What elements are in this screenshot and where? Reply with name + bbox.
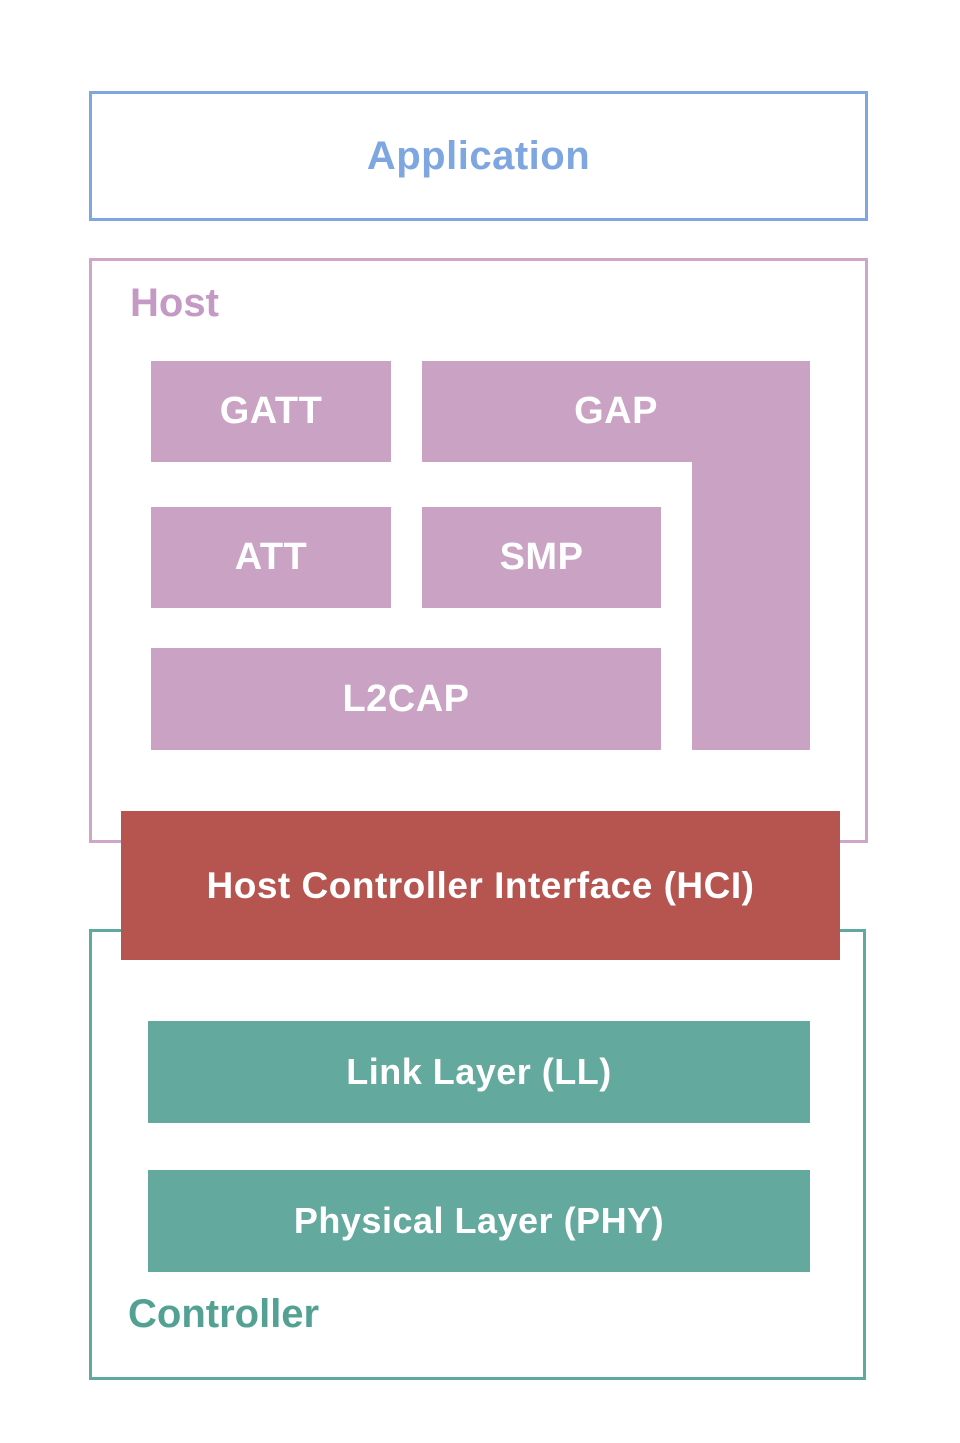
application-layer-box: Application — [89, 91, 868, 221]
hci-label: Host Controller Interface (HCI) — [206, 864, 755, 906]
smp-block: SMP — [422, 507, 661, 608]
att-label: ATT — [234, 536, 308, 578]
controller-layer-box: Controller — [89, 929, 866, 1380]
gatt-label: GATT — [219, 390, 323, 432]
att-block: ATT — [151, 507, 391, 608]
physical-layer-label: Physical Layer (PHY) — [293, 1200, 665, 1241]
gatt-block: GATT — [151, 361, 391, 462]
host-label: Host — [130, 281, 219, 325]
controller-label: Controller — [128, 1292, 320, 1336]
l2cap-label: L2CAP — [342, 677, 470, 720]
physical-layer-block: Physical Layer (PHY) — [148, 1170, 810, 1272]
smp-label: SMP — [499, 536, 584, 578]
link-layer-block: Link Layer (LL) — [148, 1021, 810, 1123]
application-label: Application — [366, 133, 591, 178]
l2cap-block: L2CAP — [151, 648, 661, 750]
link-layer-label: Link Layer (LL) — [346, 1051, 612, 1092]
hci-block: Host Controller Interface (HCI) — [121, 811, 840, 960]
gap-label: GAP — [574, 390, 658, 432]
